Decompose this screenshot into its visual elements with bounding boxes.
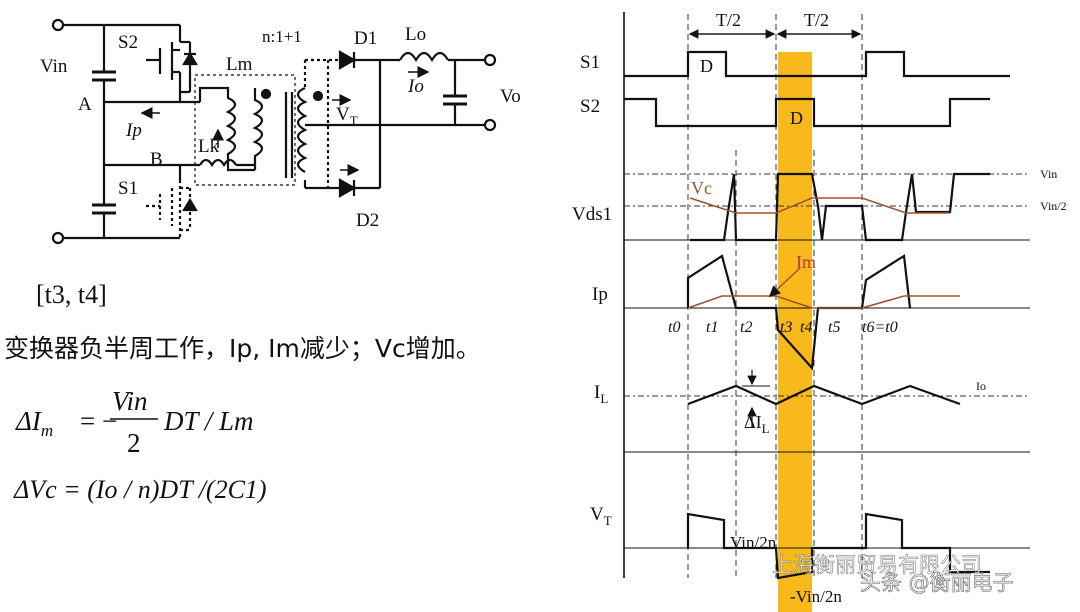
- label-lm: Lm: [226, 54, 253, 75]
- label-vt: VT: [336, 104, 358, 128]
- description-text: 变换器负半周工作，Ip, Im减少；Vc增加。: [4, 334, 481, 363]
- label-s2-waveform: S2: [580, 96, 600, 117]
- interval-label: [t3, t4]: [36, 280, 107, 309]
- label-vo: Vo: [500, 86, 521, 107]
- watermark: 上海衡丽贸易有限公司 头条 @衡丽电子: [738, 553, 1014, 595]
- label-t5: t5: [828, 319, 840, 336]
- label-t6: t6=t0: [862, 319, 898, 336]
- label-vt-waveform: VT: [590, 504, 612, 528]
- watermark-company: 上海衡丽贸易有限公司: [772, 553, 982, 577]
- svg-text:ΔIm: ΔIm: [15, 406, 53, 440]
- equation-delta-vc: ΔVc = (Io / n)DT /(2C1): [13, 475, 267, 504]
- label-io: Io: [407, 76, 424, 97]
- label-vt-negative: -Vin/2n: [790, 587, 842, 606]
- label-half-period-1: T/2: [716, 10, 741, 30]
- label-duty-s1: D: [700, 56, 713, 76]
- label-node-a: A: [78, 94, 92, 115]
- label-turns-ratio: n:1+1: [262, 27, 302, 46]
- label-il: IL: [594, 382, 608, 406]
- label-s1-waveform: S1: [580, 52, 600, 73]
- label-duty-s2: D: [790, 108, 803, 128]
- label-delta-il: ΔIL: [744, 412, 770, 436]
- label-half-period-2: T/2: [804, 10, 829, 30]
- label-d2: D2: [356, 210, 379, 231]
- svg-text:Vin: Vin: [112, 386, 148, 416]
- label-t1: t1: [706, 319, 718, 336]
- equation-delta-im: ΔIm = − Vin 2 DT / Lm: [15, 386, 254, 458]
- label-lk: Lk: [198, 136, 220, 157]
- label-t4: t4: [800, 319, 812, 336]
- circuit-labels: Vin A B S2 S1 Lm Lk n:1+1 D1 D2 Lo Io Vo…: [40, 24, 521, 231]
- svg-text:DT / Lm: DT / Lm: [163, 406, 254, 436]
- label-vin: Vin: [40, 56, 68, 77]
- svg-text:2: 2: [127, 428, 141, 458]
- watermark-author: 头条 @衡丽电子: [860, 571, 1014, 595]
- timing-diagram: T/2 T/2 S1 D S2 D Vds1 Vc Vin Vin/2 Ip I…: [572, 10, 1067, 612]
- label-t3: t3: [780, 319, 792, 336]
- vin-bottom-terminal: [51, 231, 65, 245]
- label-vin-level: Vin: [1040, 167, 1057, 181]
- label-io-level: Io: [976, 379, 986, 393]
- label-im: Im: [796, 252, 816, 272]
- label-vin-half-level: Vin/2: [1040, 199, 1067, 213]
- label-vc: Vc: [691, 178, 712, 198]
- label-node-b: B: [150, 149, 163, 170]
- label-lo: Lo: [405, 24, 426, 45]
- circuit-schematic: [51, 18, 497, 245]
- highlight-t3-t4: [778, 52, 812, 612]
- label-ip: Ip: [125, 120, 142, 141]
- label-s1: S1: [118, 178, 138, 199]
- label-vds1: Vds1: [572, 204, 612, 225]
- label-t0: t0: [668, 319, 680, 336]
- vin-top-terminal: [51, 18, 65, 32]
- label-ip-waveform: Ip: [592, 284, 608, 305]
- label-s2: S2: [118, 32, 138, 53]
- label-vt-positive: Vin/2n: [730, 533, 777, 552]
- svg-text:= −: = −: [80, 406, 117, 436]
- explanation-text: [t3, t4] 变换器负半周工作，Ip, Im减少；Vc增加。 ΔIm = −…: [4, 280, 481, 504]
- label-d1: D1: [354, 28, 377, 49]
- label-t2: t2: [740, 319, 752, 336]
